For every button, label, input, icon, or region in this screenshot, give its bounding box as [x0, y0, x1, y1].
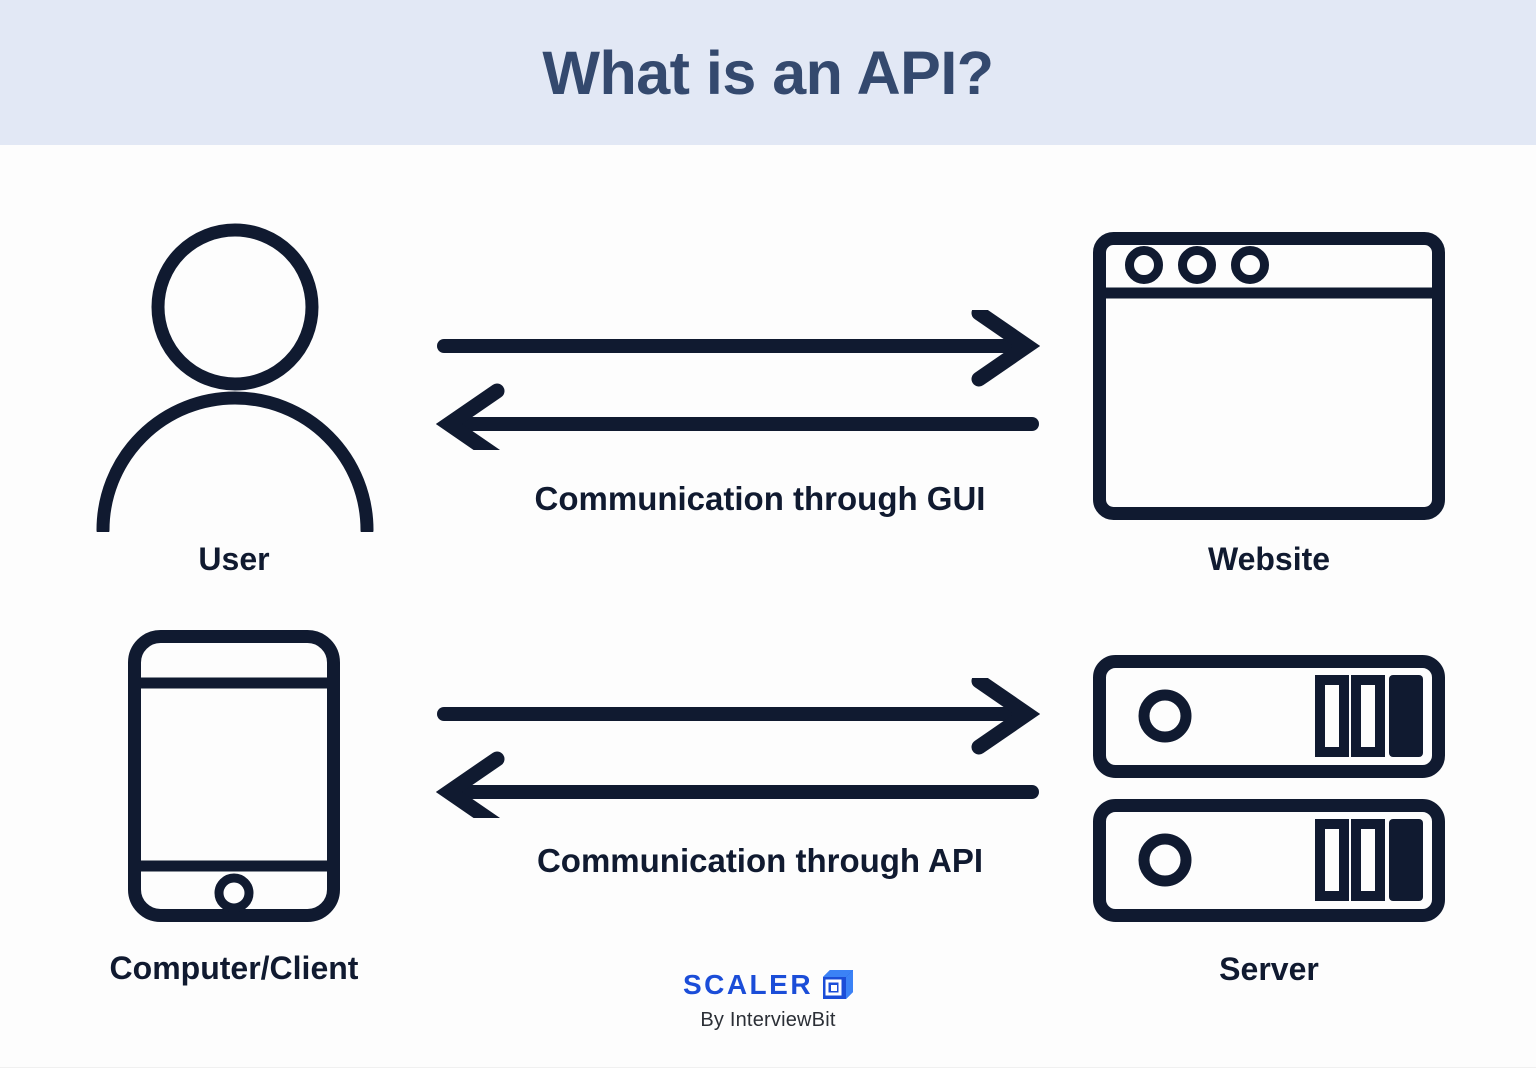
- node-label-server: Server: [1219, 951, 1319, 987]
- page-title: What is an API?: [542, 38, 994, 107]
- user-icon: [96, 223, 374, 532]
- home-button-icon: [214, 873, 254, 913]
- server-unit-2: [1093, 799, 1445, 922]
- scaler-cube-icon: [823, 970, 854, 999]
- scaler-tagline: By InterviewBit: [700, 1009, 836, 1031]
- scaler-logo[interactable]: SCALER By InterviewBit: [638, 968, 898, 1032]
- browser-window-icon: [1093, 232, 1445, 520]
- mobile-phone-icon: [128, 630, 340, 922]
- node-label-website: Website: [1207, 541, 1331, 577]
- browser-dot-1: [1125, 246, 1163, 284]
- right-arrow-icon: [437, 310, 1040, 387]
- header-band: [0, 0, 1536, 145]
- scaler-wordmark: SCALER: [682, 969, 814, 1000]
- node-label-client: Computer/Client: [109, 950, 359, 986]
- server-unit-1: [1093, 655, 1445, 778]
- browser-dot-3: [1231, 246, 1269, 284]
- connection-label-api: Communication through API: [536, 842, 984, 879]
- server-rack-icon: [1093, 655, 1445, 922]
- connection-gui: [436, 310, 1040, 450]
- left-arrow-icon: [436, 751, 1039, 818]
- right-arrow-icon: [437, 678, 1040, 755]
- left-arrow-icon: [436, 383, 1039, 450]
- connection-api: [436, 678, 1040, 818]
- node-user: [95, 222, 375, 532]
- connection-label-gui: Communication through GUI: [534, 480, 986, 517]
- node-server: [1093, 655, 1445, 923]
- node-label-user: User: [198, 541, 270, 577]
- node-client: [128, 630, 340, 922]
- browser-dot-2: [1178, 246, 1216, 284]
- node-website: [1093, 232, 1445, 520]
